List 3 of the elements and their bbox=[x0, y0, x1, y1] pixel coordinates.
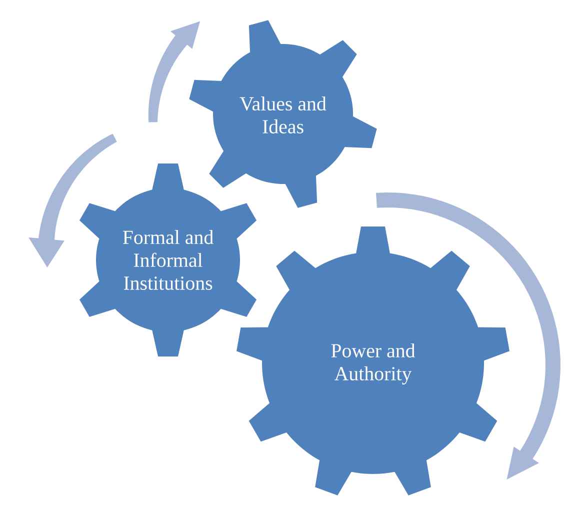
gear: Power and Authority bbox=[236, 226, 510, 496]
gear: Values and Ideas bbox=[189, 20, 377, 208]
gear: Formal and Informal Institutions bbox=[79, 164, 257, 356]
